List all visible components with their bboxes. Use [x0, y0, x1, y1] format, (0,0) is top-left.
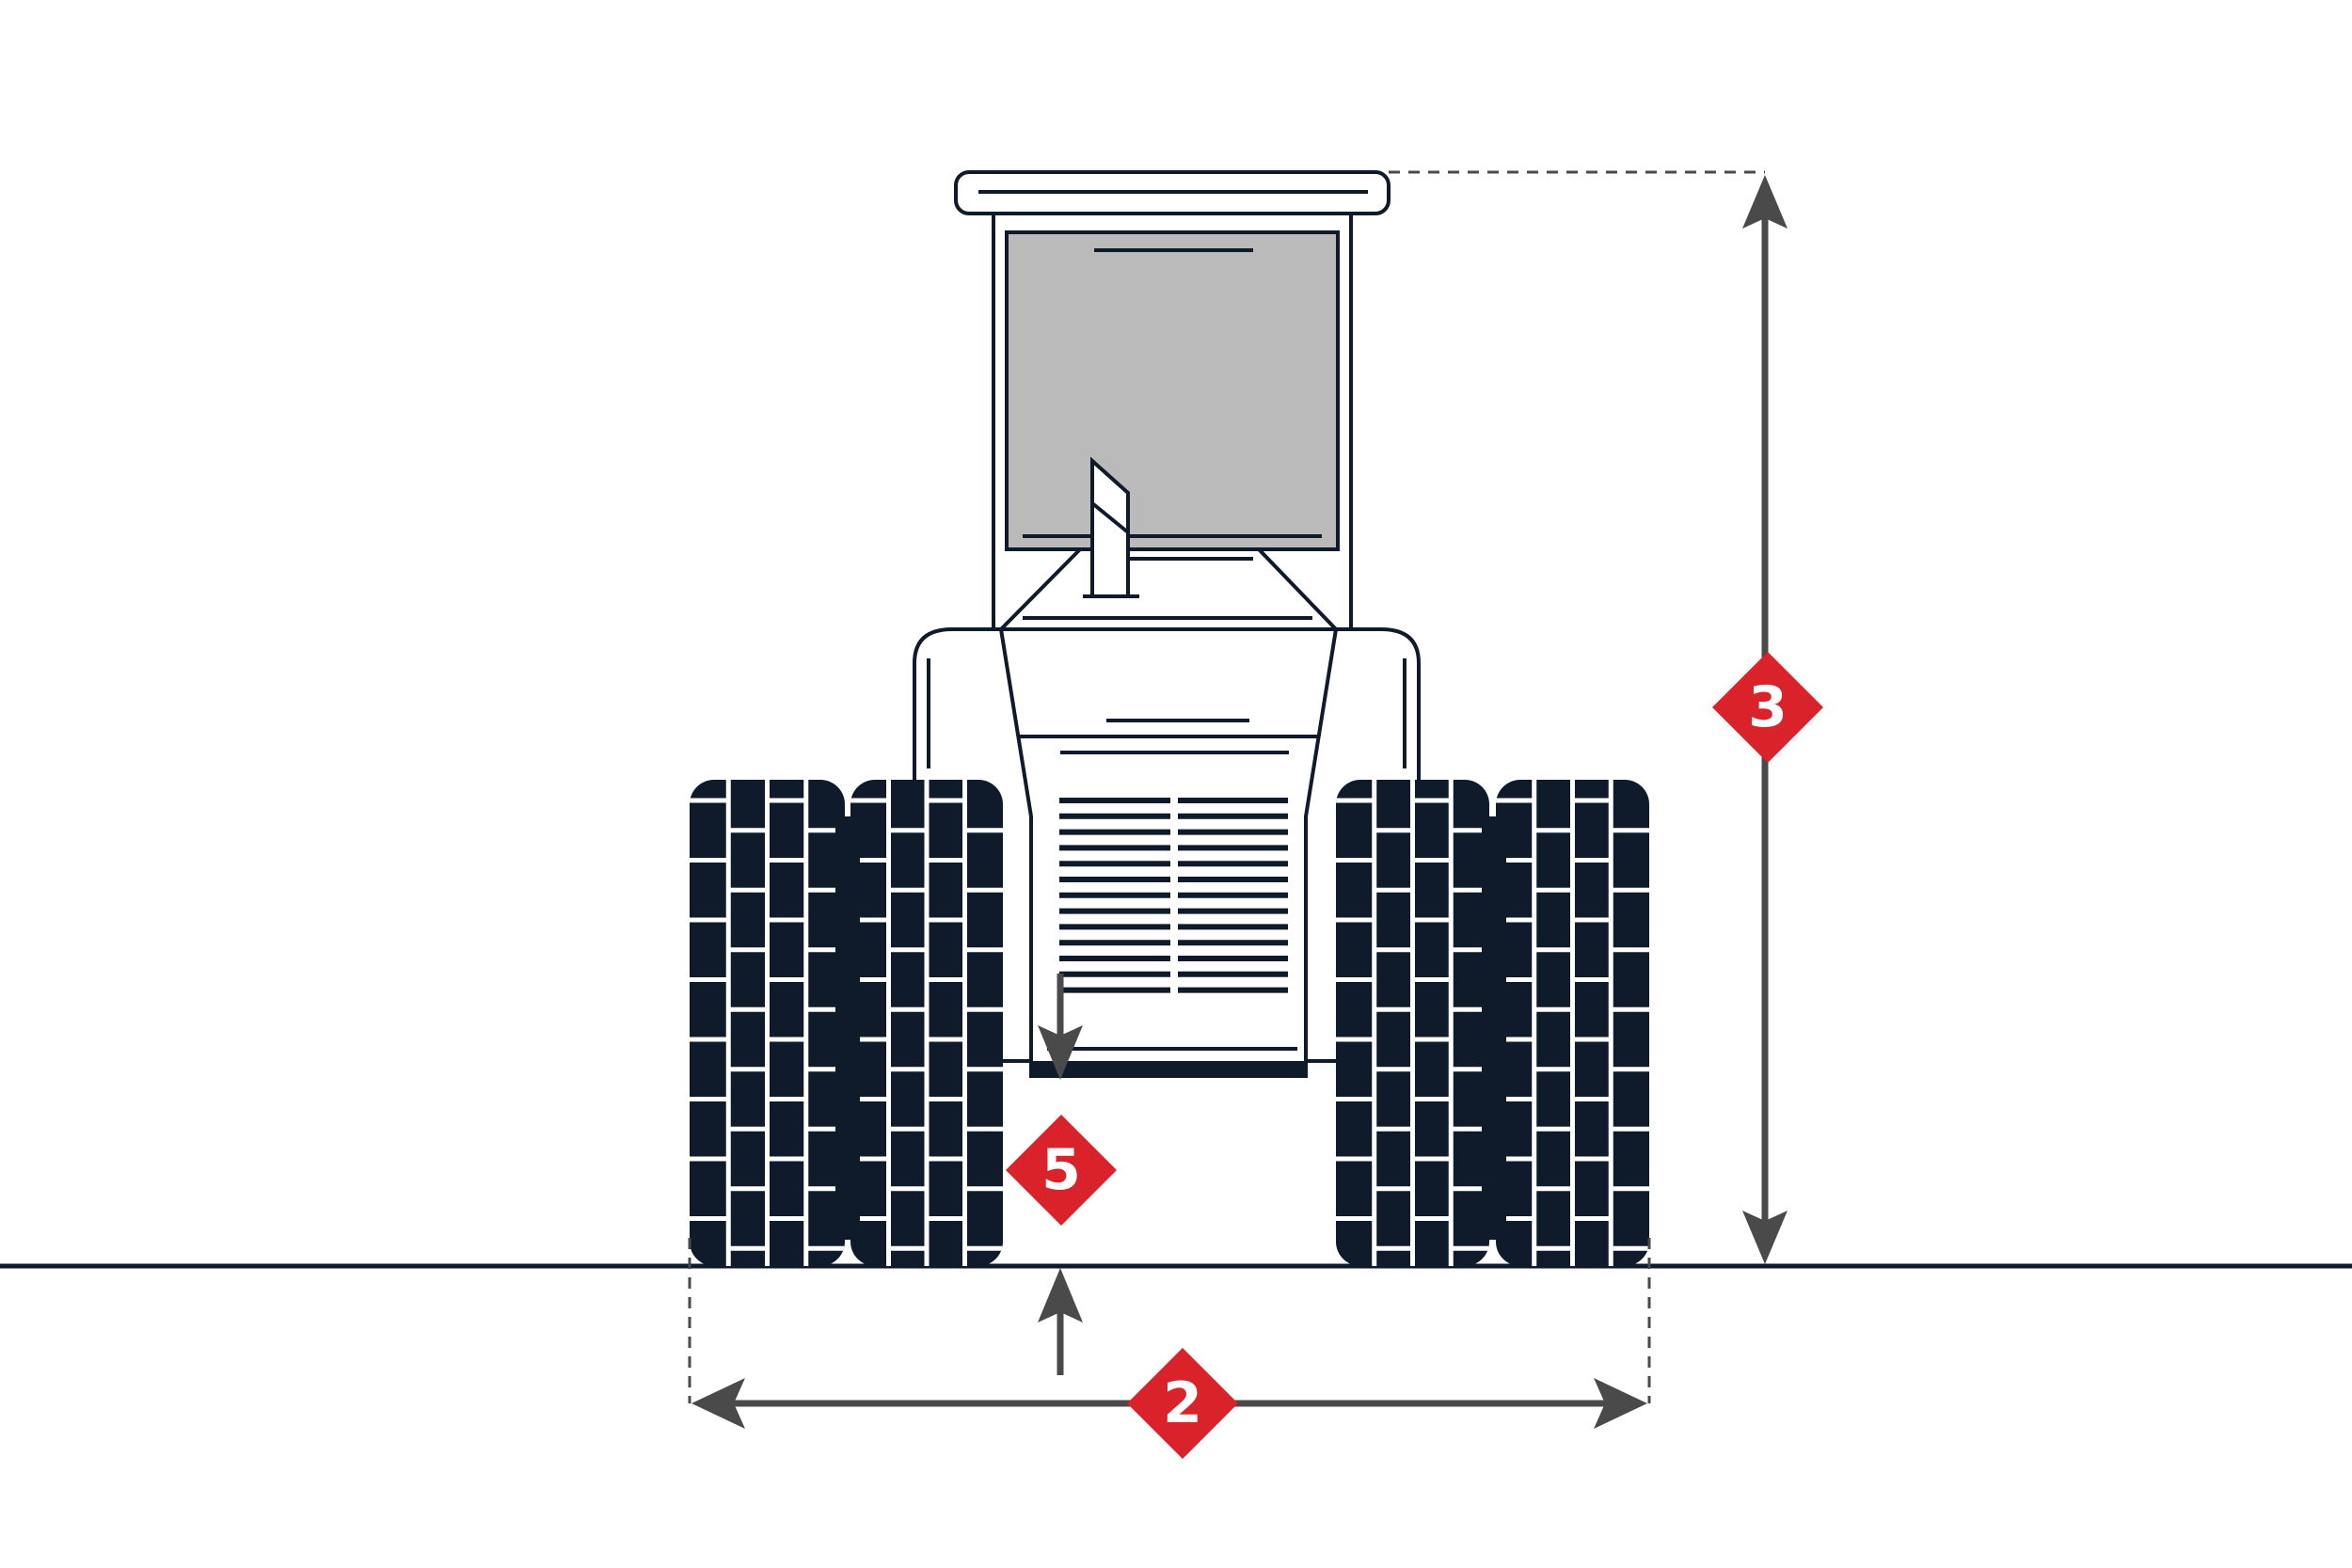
grille	[1059, 798, 1288, 993]
fender-left	[913, 627, 1001, 780]
wheel-right-outer	[1496, 780, 1649, 1266]
badge-width-diamond	[1127, 1348, 1238, 1459]
width-arrow-left	[691, 1378, 745, 1429]
exhaust-band	[1090, 501, 1130, 534]
badge-height: 3	[1712, 652, 1823, 763]
clearance-arrow-down	[1038, 1025, 1083, 1080]
height-arrow-top	[1742, 175, 1788, 229]
height-arrow-bottom	[1742, 1211, 1788, 1264]
tractor	[913, 170, 1421, 1078]
badge-clearance-number: 5	[1041, 1137, 1081, 1203]
front-bumper	[1029, 1061, 1308, 1078]
dual-spacer-left	[835, 816, 860, 1240]
badge-height-number: 3	[1748, 674, 1788, 740]
wheel-left-outer	[690, 780, 845, 1266]
badge-height-diamond	[1712, 652, 1823, 763]
wheel-right-inner	[1336, 780, 1489, 1266]
fender-right	[1336, 627, 1421, 780]
badge-width-number: 2	[1163, 1370, 1202, 1436]
clearance-arrow-up	[1038, 1268, 1083, 1323]
cab-window	[1005, 230, 1340, 551]
width-arrow-right	[1594, 1378, 1647, 1429]
badge-ground-clearance: 5	[1006, 1115, 1117, 1226]
dual-spacer-right	[1482, 816, 1506, 1240]
badge-track-width: 2	[1127, 1348, 1238, 1459]
badge-clearance-diamond	[1006, 1115, 1117, 1226]
wheel-left-inner	[850, 780, 1003, 1266]
